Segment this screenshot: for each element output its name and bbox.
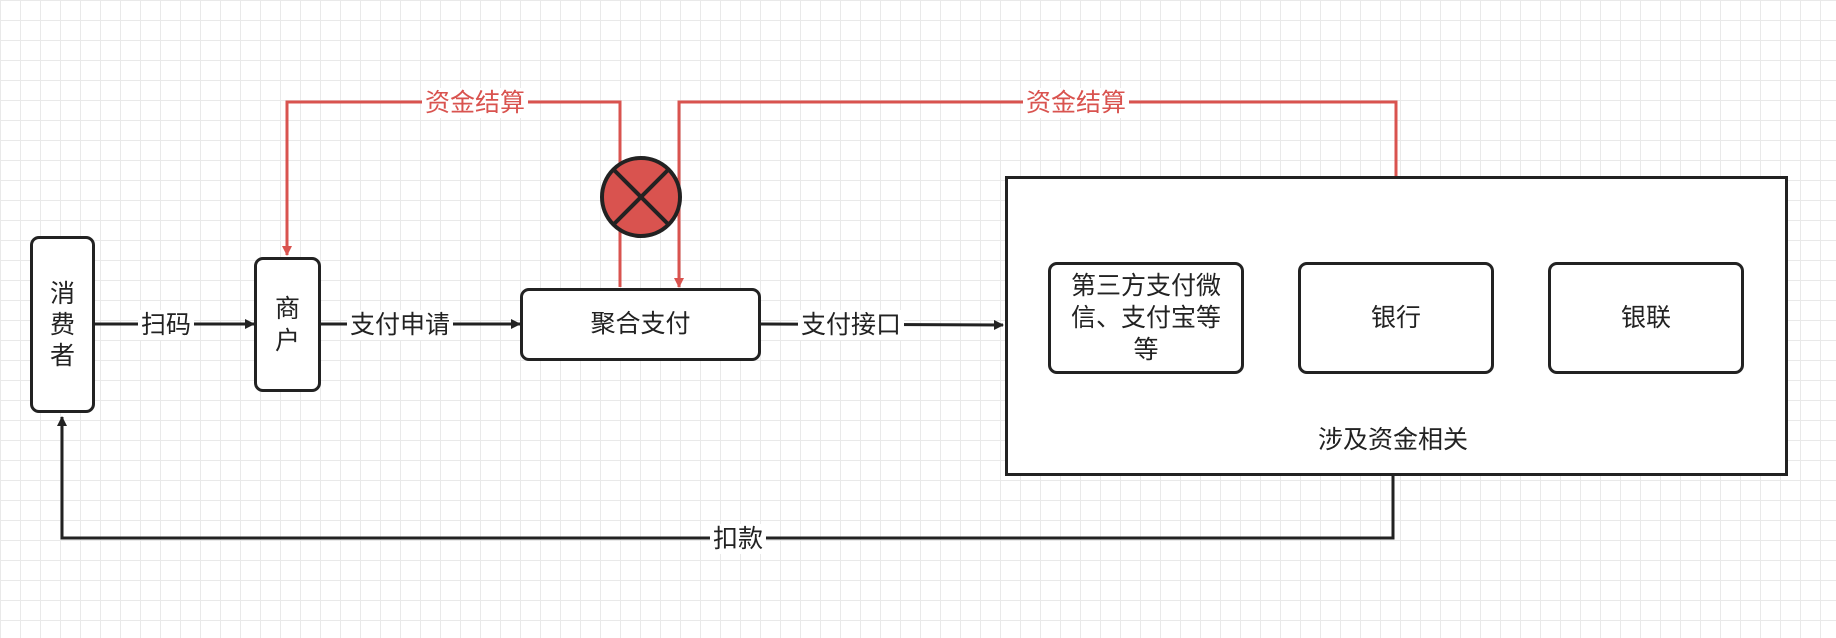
group-caption: 涉及资金相关 xyxy=(1317,425,1469,454)
node-bank[interactable]: 银行 xyxy=(1298,262,1494,374)
node-third-party-label: 第三方支付微信、支付宝等等 xyxy=(1070,271,1221,364)
node-consumer-label: 消费者 xyxy=(49,278,75,371)
node-merchant-label: 商户 xyxy=(274,294,300,355)
node-bank-label: 银行 xyxy=(1370,302,1421,332)
node-merchant[interactable]: 商户 xyxy=(254,257,321,392)
node-unionpay[interactable]: 银联 xyxy=(1548,262,1744,374)
node-unionpay-label: 银联 xyxy=(1620,302,1671,332)
edge-label-pay-request: 支付申请 xyxy=(346,310,454,340)
edge-label-scan: 扫码 xyxy=(137,310,195,340)
blocked-icon xyxy=(600,156,682,238)
node-aggregator-label: 聚合支付 xyxy=(590,309,691,339)
edge-settlement-left xyxy=(282,100,622,287)
edge-label-deduction: 扣款 xyxy=(709,524,767,554)
node-aggregator[interactable]: 聚合支付 xyxy=(520,288,761,361)
edge-label-pay-interface: 支付接口 xyxy=(797,310,905,340)
edge-label-settlement-right: 资金结算 xyxy=(1022,88,1130,118)
edge-label-settlement-left: 资金结算 xyxy=(421,88,529,118)
node-third-party[interactable]: 第三方支付微信、支付宝等等 xyxy=(1048,262,1244,374)
node-consumer[interactable]: 消费者 xyxy=(30,236,95,413)
